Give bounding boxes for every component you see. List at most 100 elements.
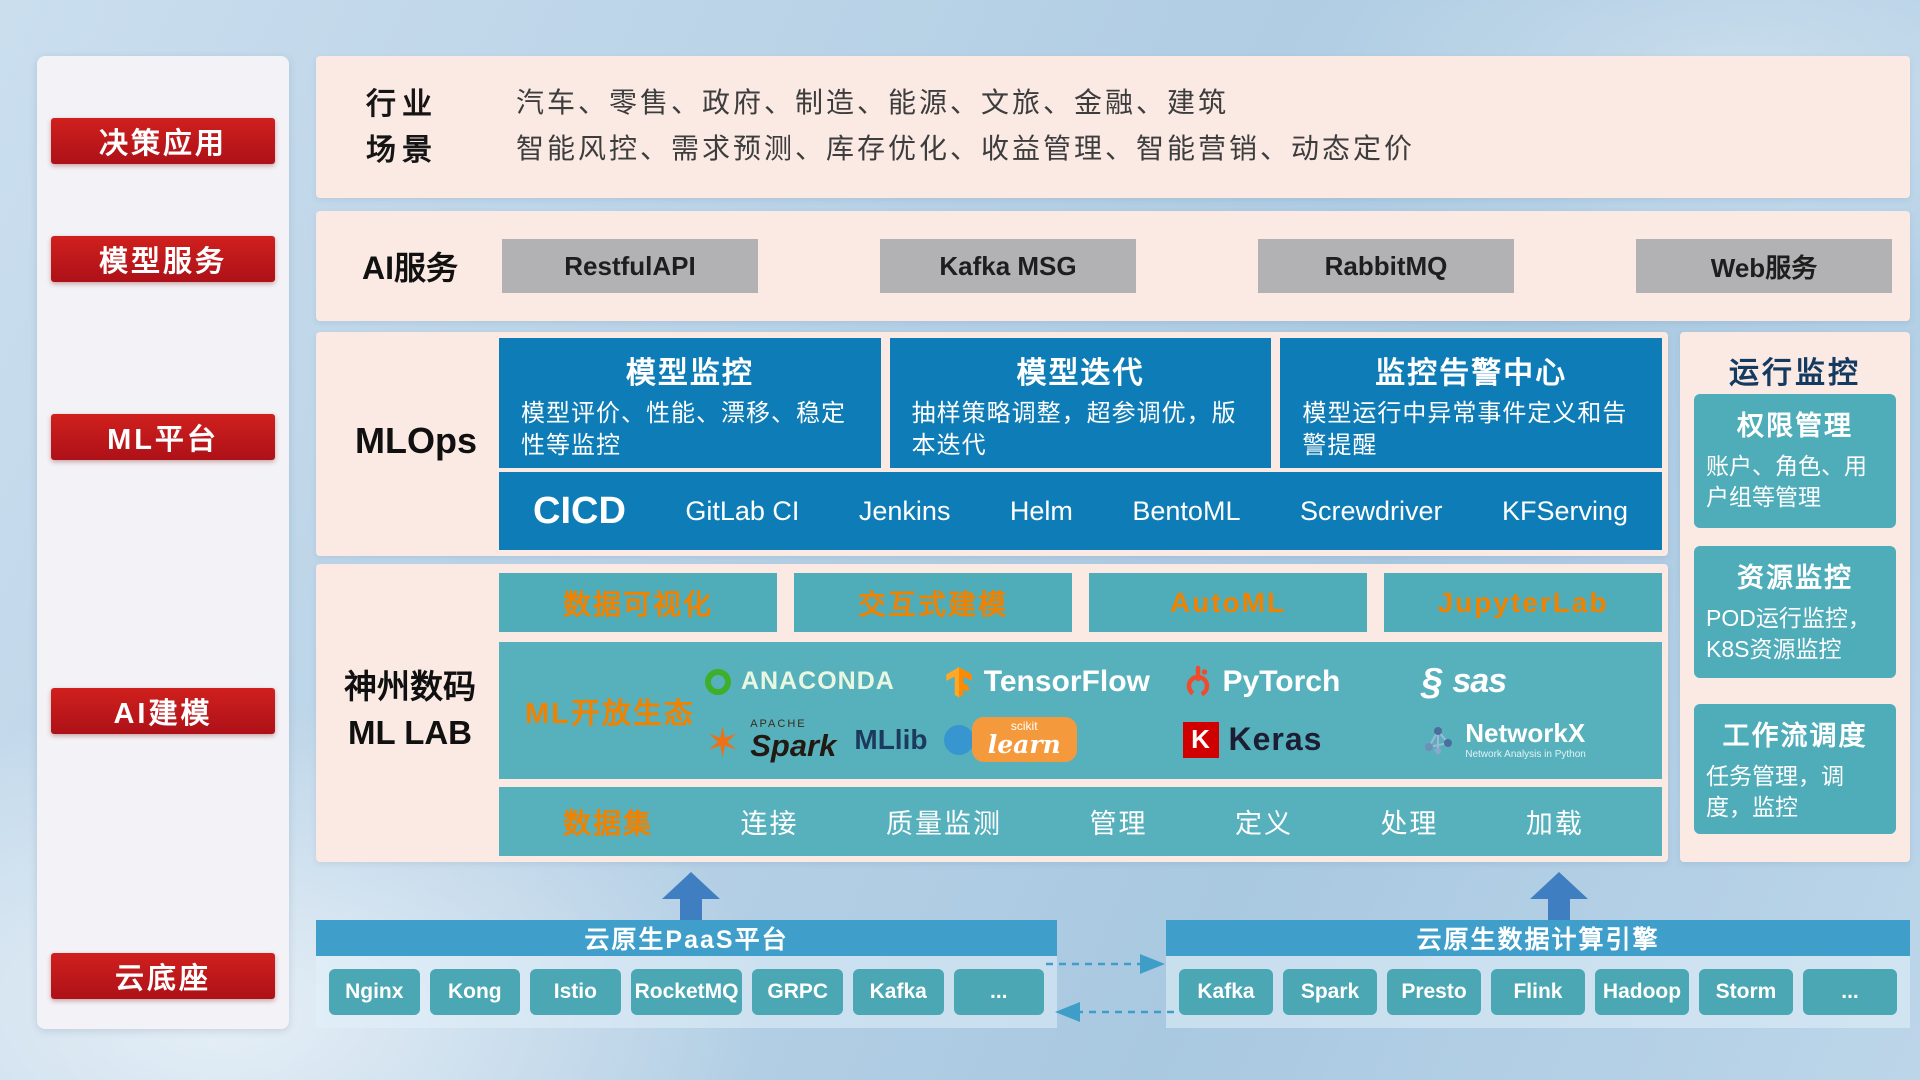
card-title: 权限管理 bbox=[1737, 411, 1853, 441]
sas-logo: § sas bbox=[1421, 657, 1654, 707]
layer-badge-model-service: 模型服务 bbox=[51, 236, 275, 282]
tool-jupyterlab: JupyterLab bbox=[1384, 573, 1662, 632]
dataset-row: 数据集 连接 质量监测 管理 定义 处理 加载 bbox=[499, 787, 1662, 856]
spark-mllib-logo: ✶ APACHE Spark MLlib bbox=[705, 715, 938, 765]
sas-label: sas bbox=[1452, 662, 1507, 700]
scene-label: 场景 bbox=[366, 134, 438, 167]
keras-label: Keras bbox=[1228, 721, 1323, 757]
keras-icon: K bbox=[1182, 721, 1219, 758]
cicd-bar: CICD GitLab CI Jenkins Helm BentoML Scre… bbox=[499, 472, 1662, 550]
anaconda-icon bbox=[705, 668, 731, 695]
dataset-manage: 管理 bbox=[1089, 809, 1148, 839]
cicd-jenkins: Jenkins bbox=[858, 495, 951, 526]
tensorflow-icon bbox=[945, 666, 972, 697]
spark-apache-label: APACHE bbox=[750, 717, 807, 730]
engine-presto: Presto bbox=[1387, 969, 1481, 1015]
dataset-define: 定义 bbox=[1234, 809, 1293, 839]
spark-icon: ✶ bbox=[705, 718, 741, 766]
industry-items: 汽车、零售、政府、制造、能源、文旅、金融、建筑 bbox=[516, 87, 1230, 118]
service-rabbitmq: RabbitMQ bbox=[1258, 239, 1514, 293]
cicd-gitlab-ci: GitLab CI bbox=[685, 495, 800, 526]
paas-more: ... bbox=[953, 969, 1045, 1015]
pytorch-logo: PyTorch bbox=[1183, 657, 1416, 707]
paas-istio: Istio bbox=[530, 969, 621, 1015]
ml-lab-section: 神州数码 ML LAB 数据可视化 交互式建模 AutoML JupyterLa… bbox=[316, 564, 1668, 862]
dataset-process: 处理 bbox=[1380, 809, 1439, 839]
tool-interactive-modeling: 交互式建模 bbox=[794, 573, 1072, 632]
dataset-label: 数据集 bbox=[563, 807, 654, 839]
networkx-label: NetworkX bbox=[1465, 717, 1586, 748]
paas-rocketmq: RocketMQ bbox=[630, 969, 743, 1015]
ml-lab-label: 神州数码 ML LAB bbox=[324, 664, 496, 755]
networkx-logo: NetworkX Network Analysis in Python bbox=[1421, 715, 1654, 765]
networkx-icon bbox=[1425, 726, 1453, 754]
mllib-label: MLlib bbox=[854, 723, 928, 755]
card-permission-mgmt: 权限管理 账户、角色、用户组等管理 bbox=[1694, 394, 1896, 528]
card-title: 模型迭代 bbox=[1016, 357, 1145, 390]
layer-badge-label: 云底座 bbox=[114, 963, 211, 995]
ml-ecosystem-logos: ANACONDA TensorFlow PyTorch bbox=[705, 657, 1662, 765]
card-resource-monitor: 资源监控 POD运行监控，K8S资源监控 bbox=[1694, 546, 1896, 678]
paas-kafka: Kafka bbox=[852, 969, 944, 1015]
scene-row: 场景 智能风控、需求预测、库存优化、收益管理、智能营销、动态定价 bbox=[366, 124, 1910, 170]
cicd-bentoml: BentoML bbox=[1132, 495, 1241, 526]
layer-badge-label: 决策应用 bbox=[98, 128, 227, 160]
ml-lab-label-line1: 神州数码 bbox=[344, 668, 476, 705]
cicd-kfserving: KFServing bbox=[1501, 495, 1628, 526]
engine-more: ... bbox=[1803, 969, 1897, 1015]
ml-ecosystem-label: ML开放生态 bbox=[525, 697, 695, 730]
card-desc: 任务管理，调度，监控 bbox=[1706, 763, 1844, 821]
paas-nginx: Nginx bbox=[329, 969, 420, 1015]
layer-badge-label: ML平台 bbox=[107, 424, 219, 456]
ai-service-label: AI服务 bbox=[362, 250, 459, 286]
tensorflow-logo: TensorFlow bbox=[944, 657, 1177, 707]
spark-wordmark: APACHE Spark bbox=[750, 717, 837, 763]
paas-grpc: GRPC bbox=[752, 969, 843, 1015]
card-model-monitoring: 模型监控 模型评价、性能、漂移、稳定性等监控 bbox=[499, 338, 881, 468]
paas-items-strip: Nginx Kong Istio RocketMQ GRPC Kafka ... bbox=[316, 956, 1057, 1028]
layer-badge-label: 模型服务 bbox=[98, 246, 227, 278]
card-alert-center: 监控告警中心 模型运行中异常事件定义和告警提醒 bbox=[1280, 338, 1663, 468]
networkx-subtitle: Network Analysis in Python bbox=[1465, 748, 1586, 760]
engine-kafka: Kafka bbox=[1179, 969, 1273, 1015]
card-title: 监控告警中心 bbox=[1375, 357, 1568, 390]
keras-logo: K Keras bbox=[1182, 715, 1416, 765]
anaconda-logo: ANACONDA bbox=[705, 657, 938, 707]
card-desc: 模型运行中异常事件定义和告警提醒 bbox=[1302, 400, 1628, 459]
card-desc: POD运行监控，K8S资源监控 bbox=[1706, 605, 1871, 663]
dataset-load: 加载 bbox=[1525, 809, 1584, 839]
industry-label: 行业 bbox=[366, 88, 438, 121]
tool-automl: AutoML bbox=[1089, 573, 1367, 632]
pytorch-icon bbox=[1186, 665, 1209, 697]
spark-label: Spark bbox=[750, 727, 837, 763]
card-desc: 模型评价、性能、漂移、稳定性等监控 bbox=[521, 400, 846, 459]
service-restfulapi: RestfulAPI bbox=[502, 239, 758, 293]
industry-row: 行业 汽车、零售、政府、制造、能源、文旅、金融、建筑 bbox=[366, 78, 1910, 124]
arrow-head bbox=[1530, 872, 1588, 899]
scikit-label: scikit bbox=[1010, 719, 1038, 733]
anaconda-label: ANACONDA bbox=[741, 667, 895, 695]
layer-rail: 决策应用 模型服务 ML平台 AI建模 云底座 bbox=[37, 56, 289, 1029]
mlops-label: MLOps bbox=[355, 420, 477, 461]
learn-label: learn bbox=[987, 730, 1061, 759]
engine-spark: Spark bbox=[1283, 969, 1377, 1015]
card-workflow-scheduler: 工作流调度 任务管理，调度，监控 bbox=[1694, 704, 1896, 834]
up-arrow-engine-icon bbox=[1530, 872, 1588, 920]
tensorflow-label: TensorFlow bbox=[983, 664, 1150, 698]
engine-hadoop: Hadoop bbox=[1595, 969, 1689, 1015]
ml-lab-label-line2: ML LAB bbox=[347, 713, 473, 751]
mlops-section: MLOps 模型监控 模型评价、性能、漂移、稳定性等监控 模型迭代 抽样策略调整… bbox=[316, 332, 1668, 556]
run-monitoring-title: 运行监控 bbox=[1729, 357, 1861, 390]
up-arrow-paas-icon bbox=[662, 872, 720, 920]
sas-icon: § bbox=[1421, 660, 1443, 703]
layer-badge-ml-platform: ML平台 bbox=[51, 414, 275, 460]
card-model-iteration: 模型迭代 抽样策略调整，超参调优，版本迭代 bbox=[889, 338, 1272, 468]
arrow-head bbox=[662, 872, 720, 899]
layer-badge-decision-apps: 决策应用 bbox=[51, 118, 275, 164]
pytorch-label: PyTorch bbox=[1222, 664, 1341, 698]
cicd-helm: Helm bbox=[1009, 495, 1073, 526]
cicd-label: CICD bbox=[533, 489, 626, 532]
card-title: 资源监控 bbox=[1737, 563, 1853, 593]
card-desc: 账户、角色、用户组等管理 bbox=[1706, 453, 1867, 511]
